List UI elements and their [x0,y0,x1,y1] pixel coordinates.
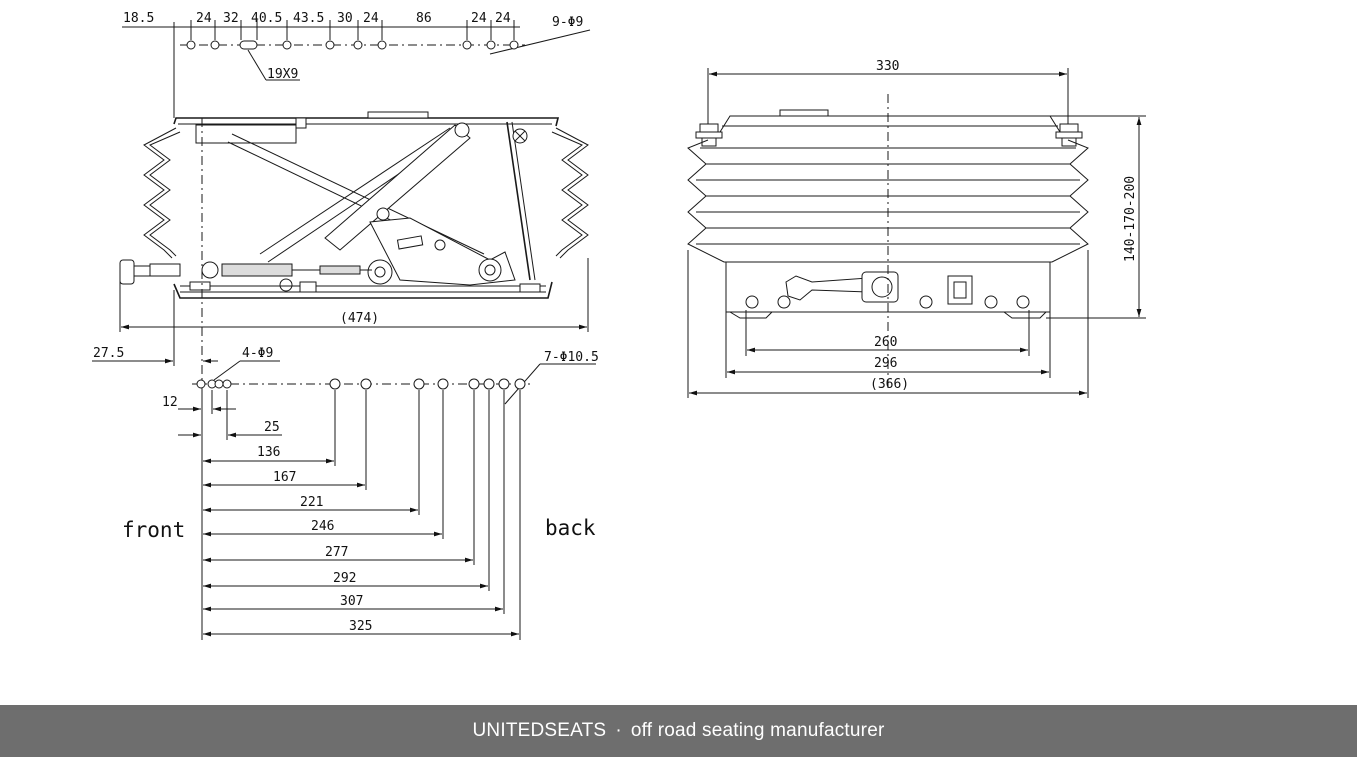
dim-366: (366) [870,377,909,392]
dim-top-24c: 24 [471,11,487,26]
dim-stack-136: 136 [257,445,280,460]
front-holes-label: 4-Φ9 [242,346,273,361]
base-frame [173,281,553,299]
footer-separator: · [615,720,622,741]
dim-small-25: 25 [264,420,280,435]
base-holes [745,295,1030,309]
slot-label: 19X9 [267,67,298,82]
dim-top-24a: 24 [196,11,212,26]
mount-bolt-left [695,123,723,147]
dim-top-32: 32 [223,11,239,26]
footer-tagline: off road seating manufacturer [630,720,885,741]
bellows-left [143,127,177,259]
back-label: back [545,516,596,540]
dim-stack-246: 246 [311,519,334,534]
dim-small-12: 12 [162,395,178,410]
dim-stack-167: 167 [273,470,296,485]
dim-top-24b: 24 [363,11,379,26]
mount-bolt-right [1055,123,1083,147]
dim-stack-221: 221 [300,495,323,510]
dim-stack-277: 277 [325,545,348,560]
dim-top-86: 86 [416,11,432,26]
front-label: front [122,518,185,542]
stacked-dimensions: 136 167 221 246 277 292 307 325 [203,390,521,640]
valve-switch [947,275,973,305]
dim-top-30: 30 [337,11,353,26]
air-cylinder [119,259,372,292]
top-hole-row [186,40,519,50]
footer-bar: UNITEDSEATS · off road seating manufactu… [0,705,1357,757]
back-holes-label: 7-Φ10.5 [544,350,599,365]
dim-stack-307: 307 [340,594,363,609]
overall-length-label: (474) [340,311,379,326]
bottom-hole-row [196,378,526,390]
side-view: 18.5 24 32 40.5 43.5 30 24 86 24 24 9-Φ9 [92,11,599,640]
top-holes-label: 9-Φ9 [552,15,583,30]
dim-stack-292: 292 [333,571,356,586]
dim-top-24d: 24 [495,11,511,26]
dim-top-40-5: 40.5 [251,11,282,26]
top-dimension-ticks [190,20,515,40]
end-view: 330 [687,59,1146,398]
dim-296: 296 [874,356,897,371]
top-plate [173,117,560,127]
technical-drawing: 18.5 24 32 40.5 43.5 30 24 86 24 24 9-Φ9 [92,11,1146,640]
dim-top-43-5: 43.5 [293,11,324,26]
dim-260: 260 [874,335,897,350]
dim-stack-325: 325 [349,619,372,634]
height-range-label: 140-170-200 [1123,176,1138,262]
dim-top-18-5: 18.5 [123,11,154,26]
top-dimension-labels: 18.5 24 32 40.5 43.5 30 24 86 24 24 [123,11,511,26]
offset-left-label: 27.5 [93,346,124,361]
bellows-right [555,127,589,259]
footer-brand: UNITEDSEATS [472,720,607,741]
scissor-mechanism [227,121,536,286]
top-width-label: 330 [876,59,899,74]
